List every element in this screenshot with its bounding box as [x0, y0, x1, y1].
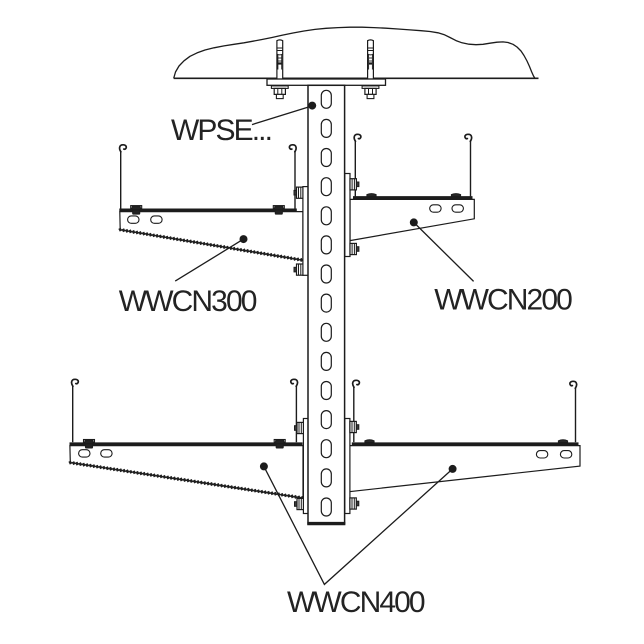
svg-text:WWCN200: WWCN200 [434, 284, 572, 317]
svg-text:WWCN400: WWCN400 [287, 586, 425, 619]
svg-text:WWCN300: WWCN300 [119, 285, 257, 318]
svg-text:WPSE...: WPSE... [171, 114, 271, 147]
